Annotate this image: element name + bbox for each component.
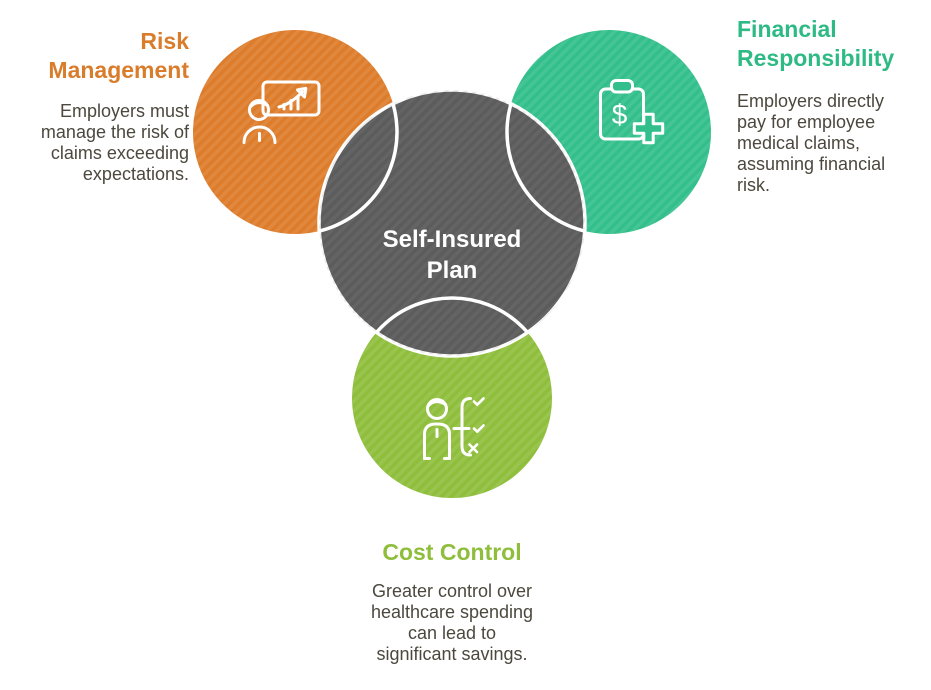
- financial-section: Financial Responsibility Employers direc…: [737, 15, 931, 196]
- risk-description: Employers must manage the risk of claims…: [40, 101, 189, 184]
- clipboard-dollar-cross-icon: $: [599, 79, 665, 145]
- cost-heading: Cost Control: [382, 539, 522, 565]
- center-label: Self-Insured Plan: [382, 226, 522, 284]
- cost-description: Greater control over healthcare spending…: [370, 581, 534, 664]
- risk-heading: Risk Management: [48, 28, 189, 83]
- financial-heading: Financial Responsibility: [737, 16, 895, 71]
- cost-section: Cost Control Greater control over health…: [302, 538, 602, 665]
- presentation-chart-icon: [242, 80, 321, 144]
- person-checklist-icon: [423, 397, 485, 460]
- risk-section: Risk Management Employers must manage th…: [0, 27, 189, 185]
- overlap-arcs: [319, 90, 585, 356]
- dollar-glyph: $: [612, 99, 628, 130]
- financial-description: Employers directly pay for employee medi…: [737, 91, 886, 195]
- center-circle: [317, 88, 587, 358]
